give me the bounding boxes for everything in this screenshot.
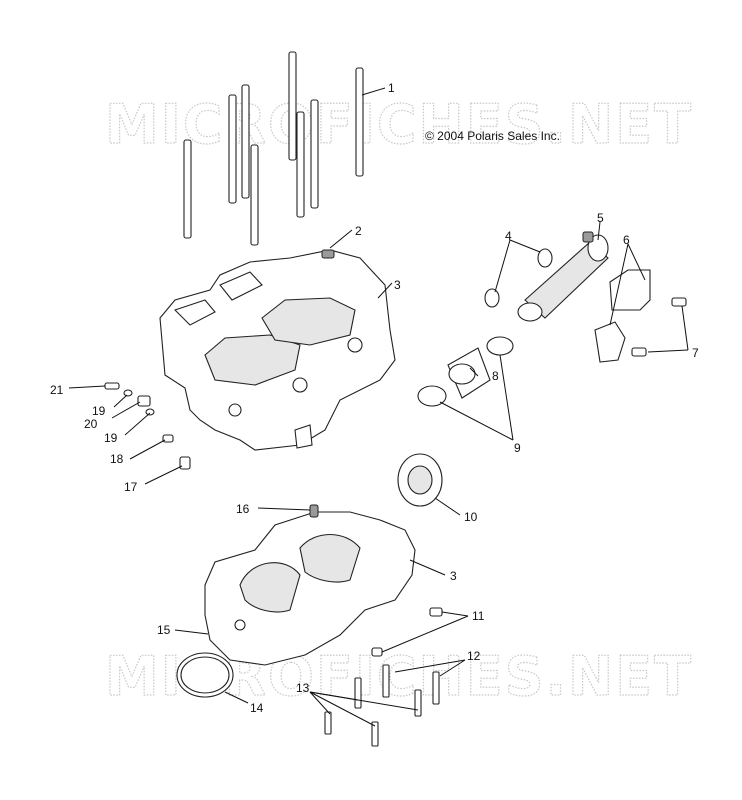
- crankshaft-seal: [397, 453, 443, 507]
- callout-19-upper: 19: [92, 404, 106, 418]
- callout-20: 20: [84, 417, 98, 431]
- callout-21: 21: [50, 383, 64, 397]
- callout-18: 18: [110, 452, 124, 466]
- leader-lines: [68, 87, 689, 727]
- callout-12: 12: [467, 649, 481, 663]
- watermark-top: MICROFICHES.NET: [105, 93, 693, 156]
- callout-7: 7: [692, 346, 699, 360]
- callout-17: 17: [124, 480, 138, 494]
- callout-5: 5: [597, 211, 604, 225]
- callout-19-lower: 19: [104, 431, 118, 445]
- callout-9: 9: [514, 441, 521, 455]
- copyright-notice: © 2004 Polaris Sales Inc.: [425, 129, 560, 143]
- callout-3-lower: 3: [450, 569, 457, 583]
- callout-3-upper: 3: [394, 278, 401, 292]
- callout-13: 13: [296, 681, 310, 695]
- callout-15: 15: [157, 623, 171, 637]
- callout-1: 1: [388, 81, 395, 95]
- callout-4: 4: [505, 229, 512, 243]
- crankcase-studs: [183, 51, 364, 246]
- callout-8: 8: [492, 369, 499, 383]
- callout-2: 2: [355, 224, 362, 238]
- lower-crankcase: [204, 504, 416, 666]
- callout-14: 14: [250, 701, 264, 715]
- callout-10: 10: [464, 510, 478, 524]
- o-ring-inner: [180, 656, 230, 694]
- callout-6: 6: [623, 233, 630, 247]
- upper-crankcase: [159, 249, 396, 451]
- callout-11: 11: [472, 609, 485, 623]
- callout-labels: 1 2 3 4 5 6 7 8 9 10 3 11 12 13 14 15 16…: [50, 81, 699, 715]
- callout-16: 16: [236, 502, 250, 516]
- water-outlet-assembly: [417, 231, 687, 407]
